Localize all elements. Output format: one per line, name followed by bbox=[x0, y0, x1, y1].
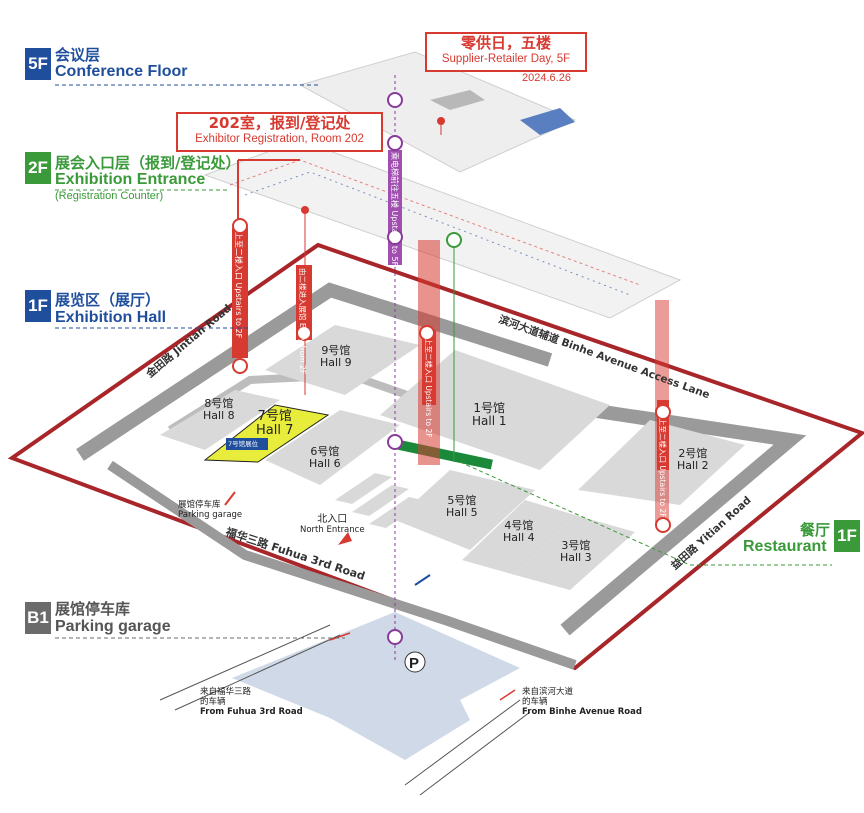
callout-supplier-zh: 零供日，五楼 bbox=[460, 34, 551, 52]
from-binhe-label: 来自滨河大道 的车辆 From Binhe Avenue Road bbox=[522, 687, 642, 717]
label-upstairs-left: 上至二楼入口 Upstairs to 2F bbox=[234, 232, 244, 339]
label-entry-from-2f: 由二楼进入展馆 Entry from 2F bbox=[298, 268, 308, 374]
floor-badge-b1: B1 bbox=[25, 602, 51, 634]
floor-b1-en: Parking garage bbox=[55, 618, 171, 635]
restaurant-zh: 餐厅 bbox=[800, 521, 831, 539]
escalator-icon bbox=[232, 358, 248, 374]
floor-2f-zh: 展会入口层（报到/登记处） bbox=[55, 154, 241, 172]
escalator-icon bbox=[655, 404, 671, 420]
label-elevator-to-5f: 乘电梯前往五楼 Upstairs to 5F bbox=[390, 152, 400, 267]
floor-1f-zh: 展览区（展厅） bbox=[55, 291, 161, 309]
hall-5-block bbox=[395, 470, 535, 550]
escalator-icon bbox=[296, 325, 312, 341]
floor-2f-sub: (Registration Counter) bbox=[55, 190, 164, 202]
callout-registration: 202室，报到/登记处 Exhibitor Registration, Room… bbox=[176, 112, 383, 152]
north-entrance-stairs bbox=[335, 473, 426, 528]
floor-b1-zh: 展馆停车库 bbox=[55, 600, 131, 618]
traffic-arrow-icon bbox=[414, 574, 431, 586]
floor-1f-en: Exhibition Hall bbox=[55, 309, 167, 326]
floor-badge-1f: 1F bbox=[25, 290, 51, 322]
hall-4-block bbox=[462, 500, 575, 575]
callout-supplier-en: Supplier-Retailer Day, 5F bbox=[441, 53, 571, 65]
label-upstairs-mid: 上至二楼入口 Upstairs to 2F bbox=[424, 338, 434, 438]
floor-badge-2f: 2F bbox=[25, 152, 51, 184]
floor-badge-restaurant: 1F bbox=[834, 520, 860, 552]
callout-registration-zh: 202室，报到/登记处 bbox=[208, 114, 351, 132]
f5-conference-level bbox=[298, 51, 577, 173]
supplier-day-date: 2024.6.26 bbox=[522, 72, 571, 84]
floor-5f-zh: 会议层 bbox=[55, 46, 101, 64]
hall-9-block bbox=[265, 325, 420, 395]
callout-supplier-day: 零供日，五楼 Supplier-Retailer Day, 5F bbox=[425, 32, 587, 72]
restaurant-en: Restaurant bbox=[743, 538, 827, 555]
from-fuhua-label: 来自福华三路 的车辆 From Fuhua 3rd Road bbox=[200, 687, 303, 717]
hall-7-banner-text: 7号馆展位 bbox=[228, 440, 259, 448]
elevator-icon bbox=[387, 135, 403, 151]
floor-5f-en: Conference Floor bbox=[55, 63, 188, 80]
parking-garage-label: 展馆停车库 Parking garage bbox=[178, 500, 243, 520]
north-entrance-label: 北入口 North Entrance bbox=[300, 514, 365, 536]
hall-6-block bbox=[265, 410, 400, 485]
elevator-icon bbox=[387, 434, 403, 450]
hall-7-exhibitor-banner bbox=[226, 438, 268, 450]
escalator-icon bbox=[446, 232, 462, 248]
north-entrance-arrow-icon bbox=[338, 532, 352, 545]
label-upstairs-right: 上至二楼入口 Upstairs to 2F bbox=[658, 418, 668, 518]
escalator-icon bbox=[419, 325, 435, 341]
callout-registration-en: Exhibitor Registration, Room 202 bbox=[195, 133, 364, 145]
floor-2f-en: Exhibition Entrance bbox=[55, 171, 206, 188]
escalator-markers bbox=[232, 92, 671, 645]
hall-8-block bbox=[160, 390, 280, 450]
hall-3-block bbox=[515, 515, 635, 590]
floor-guide-lines bbox=[55, 84, 832, 639]
floor-badge-5f: 5F bbox=[25, 48, 51, 80]
parking-p-symbol: P bbox=[409, 655, 419, 672]
escalator-icon bbox=[655, 517, 671, 533]
elevator-icon bbox=[387, 92, 403, 108]
escalator-icon bbox=[232, 218, 248, 234]
parking-entry-arrow-icon bbox=[224, 491, 236, 506]
elevator-icon bbox=[387, 229, 403, 245]
elevator-icon bbox=[387, 629, 403, 645]
